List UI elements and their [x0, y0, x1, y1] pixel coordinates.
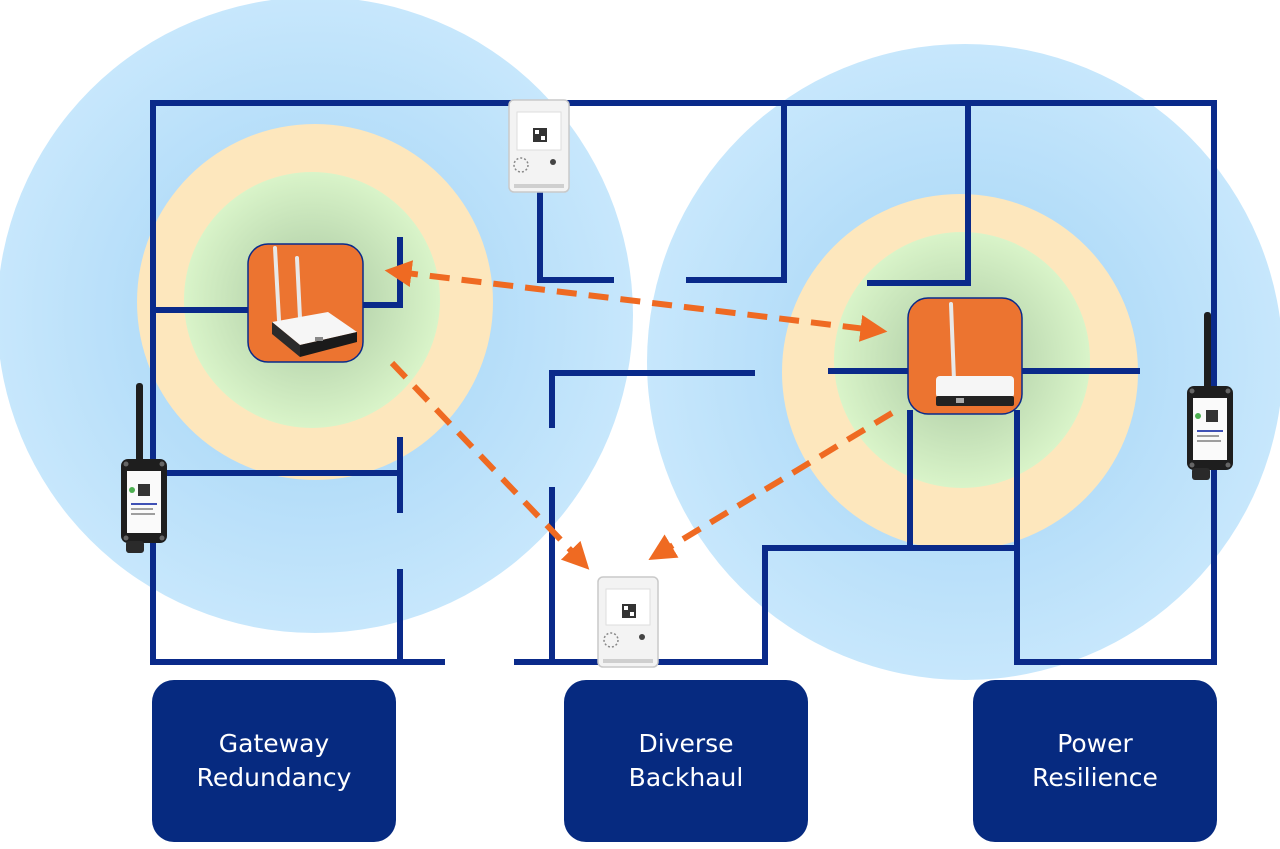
gas-detector-bottom: [597, 576, 659, 668]
wall-outer-right: [150, 100, 1217, 665]
left-to-sensor-arrow: [389, 360, 590, 570]
antenna-sensor-node-icon: [121, 383, 167, 553]
gas-detector-icon: [597, 576, 659, 668]
wall-center-mid: [549, 370, 755, 428]
gas-detector-top: [508, 99, 570, 193]
label-line-2: Resilience: [1032, 763, 1158, 792]
gas-detector-icon: [508, 99, 570, 193]
wifi-router-icon: [272, 246, 357, 357]
wifi-router-icon: [936, 302, 1014, 406]
right-to-sensor-arrow: [648, 410, 894, 560]
label-line-1: Diverse: [638, 729, 734, 758]
sensor-node-right: [1187, 312, 1233, 480]
sensor-node-left: [121, 383, 167, 553]
power-resilience-label: Power Resilience: [973, 680, 1217, 842]
gateway-link-arrow: [384, 260, 888, 342]
label-line-2: Backhaul: [628, 763, 744, 792]
data-link-arrows: [384, 260, 894, 570]
antenna-sensor-node-icon: [1187, 312, 1233, 480]
label-line-2: Redundancy: [196, 763, 352, 792]
label-line-1: Gateway: [218, 729, 330, 758]
wall-right-room-2: [867, 100, 971, 286]
wall-outer-left: [150, 100, 445, 665]
gateway-redundancy-label: Gateway Redundancy: [152, 680, 396, 842]
diverse-backhaul-label: Diverse Backhaul: [564, 680, 808, 842]
gateway-left: [247, 243, 364, 363]
label-line-1: Power: [1057, 729, 1133, 758]
gateway-right: [907, 297, 1023, 415]
